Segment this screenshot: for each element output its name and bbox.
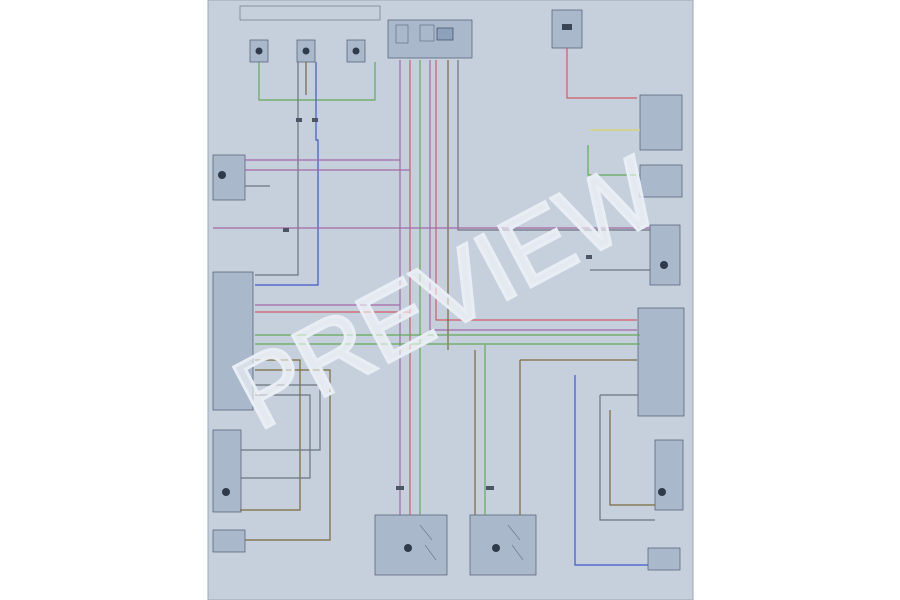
connector-icon: [436, 27, 454, 41]
right-upper-module: [639, 94, 683, 151]
left-bottom-switch: [374, 514, 448, 576]
connector-pins: [283, 118, 592, 490]
right-bottom-switch: [469, 514, 537, 576]
switch-icon: [492, 544, 500, 552]
switch-icon: [404, 544, 412, 552]
switch-icon: [352, 47, 360, 55]
left-control-unit: [212, 271, 254, 411]
left-bottom-sensor: [212, 529, 246, 553]
wire-bundle: [213, 48, 655, 566]
switch-icon: [255, 47, 263, 55]
motor-icon: [660, 261, 668, 269]
right-control-unit: [637, 307, 685, 417]
fuse-icon: [562, 24, 572, 30]
top-right-fuse-group: [551, 9, 583, 49]
motor-icon: [218, 171, 226, 179]
right-actuator-box: [649, 224, 681, 286]
connector-box: [387, 19, 473, 59]
left-lower-switch-box: [212, 429, 242, 513]
motor-icon: [222, 488, 230, 496]
right-lower-switch-box: [654, 439, 684, 511]
left-actuator-box: [212, 154, 246, 201]
right-sensor-module: [639, 164, 683, 198]
right-bottom-sensor: [647, 547, 681, 571]
top-connector-group: [387, 19, 473, 59]
switch-icon: [302, 47, 310, 55]
motor-icon: [658, 488, 666, 496]
